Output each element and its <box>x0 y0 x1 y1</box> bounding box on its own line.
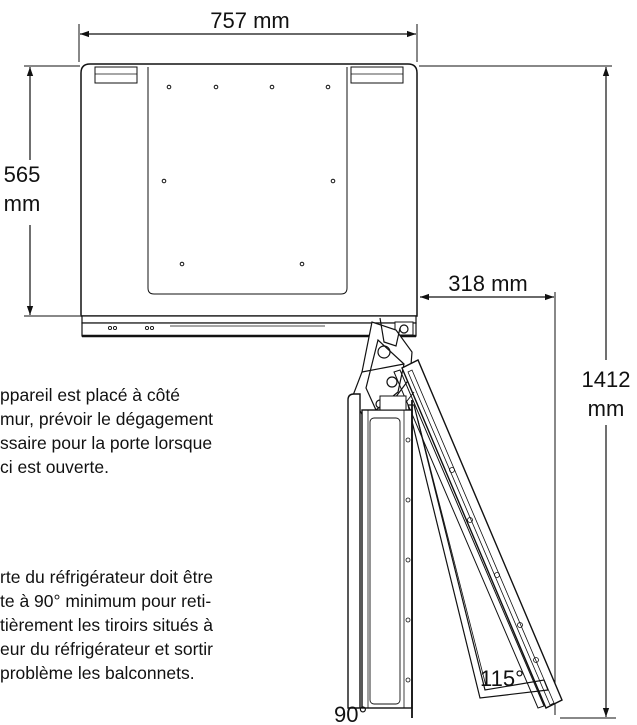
width-label: 757 mm <box>210 8 289 33</box>
note-line: ppareil est placé à côté <box>0 385 180 405</box>
angle-115-label: 115° <box>480 666 524 691</box>
closed-door-strip <box>81 315 417 338</box>
depth-value: 565 <box>4 162 41 187</box>
note-door-opening: rte du réfrigérateur doit être te à 90° … <box>0 565 213 685</box>
right-hinge-bracket <box>350 66 404 84</box>
note-line: rte du réfrigérateur doit être <box>0 567 214 587</box>
door-open-90-screws <box>405 437 411 683</box>
note-wall-clearance: ppareil est placé à côté mur, prévoir le… <box>0 383 213 479</box>
width-dimension: 757 mm <box>78 8 418 62</box>
depth-unit: mm <box>4 191 41 216</box>
note-line: mur, prévoir le dégagement <box>0 409 214 429</box>
total-depth-value: 1412 <box>582 367 631 392</box>
rear-panel-plate <box>147 67 348 295</box>
total-depth-unit: mm <box>588 396 625 421</box>
door-open-90 <box>347 393 413 718</box>
angle-90-label: 90° <box>334 702 367 725</box>
note-line: ci est ouverte. <box>0 457 109 477</box>
door-open-115 <box>385 359 563 709</box>
note-line: ssaire pour la porte lorsque <box>0 433 213 453</box>
side-clearance-label: 318 mm <box>448 271 527 296</box>
total-depth-dimension: 1412 mm <box>419 65 631 719</box>
note-line: te à 90° minimum pour reti- <box>0 591 212 611</box>
depth-dimension: 565 mm <box>4 65 80 317</box>
door-open-115-screws <box>449 467 539 663</box>
refrigerator-cabinet <box>80 63 418 317</box>
note-line: problème les balconnets. <box>0 663 195 683</box>
side-clearance-dimension: 318 mm <box>420 271 556 715</box>
left-hinge-bracket <box>94 66 138 84</box>
note-line: eur du réfrigérateur et sortir <box>0 639 214 659</box>
panel-screws <box>161 84 336 267</box>
note-line: tièrement les tiroirs situés à <box>0 615 213 635</box>
